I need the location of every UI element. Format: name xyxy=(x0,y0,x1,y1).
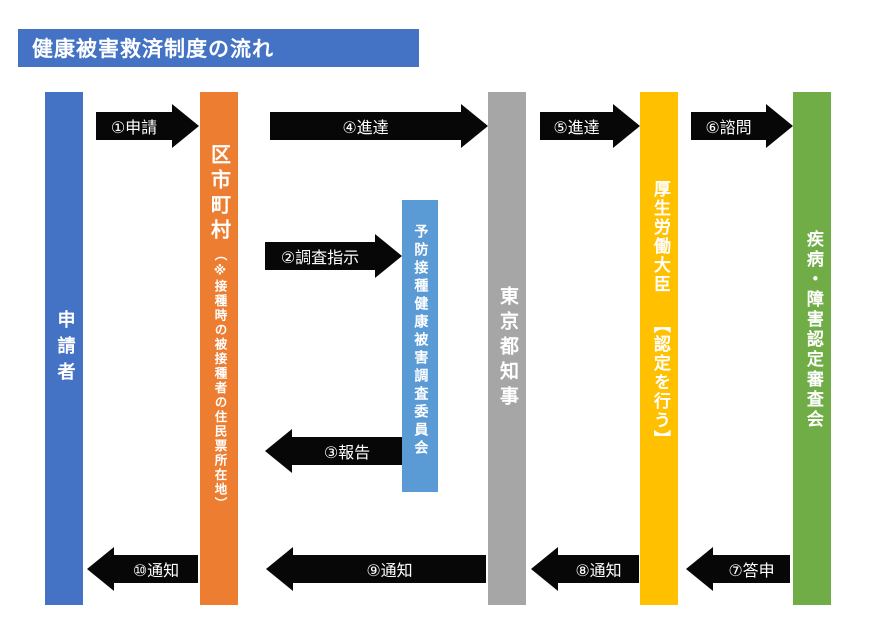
column-municipality: 区市町村 （※接種時の被接種者の住民票所在地） xyxy=(200,92,238,605)
arrow-3-label: ③報告 xyxy=(323,443,371,462)
column-municipality-label: 区市町村 xyxy=(207,144,232,244)
arrow-2-stem: ②調査指示 xyxy=(265,242,375,270)
arrow-10-stem: ⑩通知 xyxy=(114,555,198,583)
column-municipality-note: （※接種時の被接種者の住民票所在地） xyxy=(212,248,228,512)
arrowhead-left-icon xyxy=(686,547,713,591)
arrow-4-forward-to-governor: ④進達 xyxy=(270,104,488,148)
column-minister-label: 厚生労働大臣 xyxy=(649,180,670,294)
arrowhead-right-icon xyxy=(766,104,793,148)
arrow-6-consultation: ⑥諮問 xyxy=(691,104,793,148)
arrow-9-label: ⑨通知 xyxy=(366,561,413,580)
column-minister: 厚生労働大臣【認定を行う】 xyxy=(640,92,678,605)
arrow-2-label: ②調査指示 xyxy=(280,248,360,267)
arrow-1-apply-label: ①申請 xyxy=(110,118,158,137)
column-review-board-label: 疾病・障害認定審査会 xyxy=(802,230,823,430)
arrow-7-reply: ⑦答申 xyxy=(686,547,790,591)
column-committee-label: 予防接種健康被害調査委員会 xyxy=(412,224,429,458)
arrow-7-stem: ⑦答申 xyxy=(713,555,790,583)
column-applicant: 申請者 xyxy=(45,92,83,605)
arrow-1-apply: ①申請 xyxy=(96,104,199,148)
arrow-9-notify-municipality: ⑨通知 xyxy=(266,547,486,591)
arrow-8-stem: ⑧通知 xyxy=(558,555,639,583)
arrow-5-stem: ⑤進達 xyxy=(540,112,613,140)
column-governor-label: 東京都知事 xyxy=(496,286,519,411)
arrow-3-stem: ③報告 xyxy=(292,437,402,465)
page-title: 健康被害救済制度の流れ xyxy=(32,37,274,61)
column-minister-text: 厚生労働大臣【認定を行う】 xyxy=(649,180,670,449)
title-banner: 健康被害救済制度の流れ xyxy=(18,29,419,67)
column-governor: 東京都知事 xyxy=(488,92,526,605)
arrow-5-label: ⑤進達 xyxy=(553,118,600,137)
column-minister-note: 【認定を行う】 xyxy=(649,316,670,449)
column-review-board: 疾病・障害認定審査会 xyxy=(793,92,831,605)
arrow-4-label: ④進達 xyxy=(342,118,389,137)
arrowhead-left-icon xyxy=(265,429,292,473)
arrow-10-notify-applicant: ⑩通知 xyxy=(87,547,198,591)
arrow-2-investigation-order: ②調査指示 xyxy=(265,234,402,278)
arrow-8-notify-governor: ⑧通知 xyxy=(531,547,639,591)
column-applicant-label: 申請者 xyxy=(54,309,76,388)
arrow-6-label: ⑥諮問 xyxy=(705,118,752,137)
column-committee: 予防接種健康被害調査委員会 xyxy=(402,200,438,492)
arrow-3-report: ③報告 xyxy=(265,429,402,473)
arrow-8-label: ⑧通知 xyxy=(575,561,622,580)
arrow-7-label: ⑦答申 xyxy=(728,561,775,580)
arrowhead-left-icon xyxy=(531,547,558,591)
arrow-5-forward-to-minister: ⑤進達 xyxy=(540,104,640,148)
arrow-9-stem: ⑨通知 xyxy=(293,555,486,583)
arrowhead-right-icon xyxy=(172,104,199,148)
arrow-10-label: ⑩通知 xyxy=(132,561,180,580)
arrowhead-right-icon xyxy=(613,104,640,148)
arrow-1-apply-stem: ①申請 xyxy=(96,112,172,140)
column-municipality-text: 区市町村 （※接種時の被接種者の住民票所在地） xyxy=(207,144,232,512)
arrowhead-right-icon xyxy=(461,104,488,148)
arrow-4-stem: ④進達 xyxy=(270,112,461,140)
arrowhead-left-icon xyxy=(87,547,114,591)
arrowhead-left-icon xyxy=(266,547,293,591)
arrow-6-stem: ⑥諮問 xyxy=(691,112,766,140)
arrowhead-right-icon xyxy=(375,234,402,278)
